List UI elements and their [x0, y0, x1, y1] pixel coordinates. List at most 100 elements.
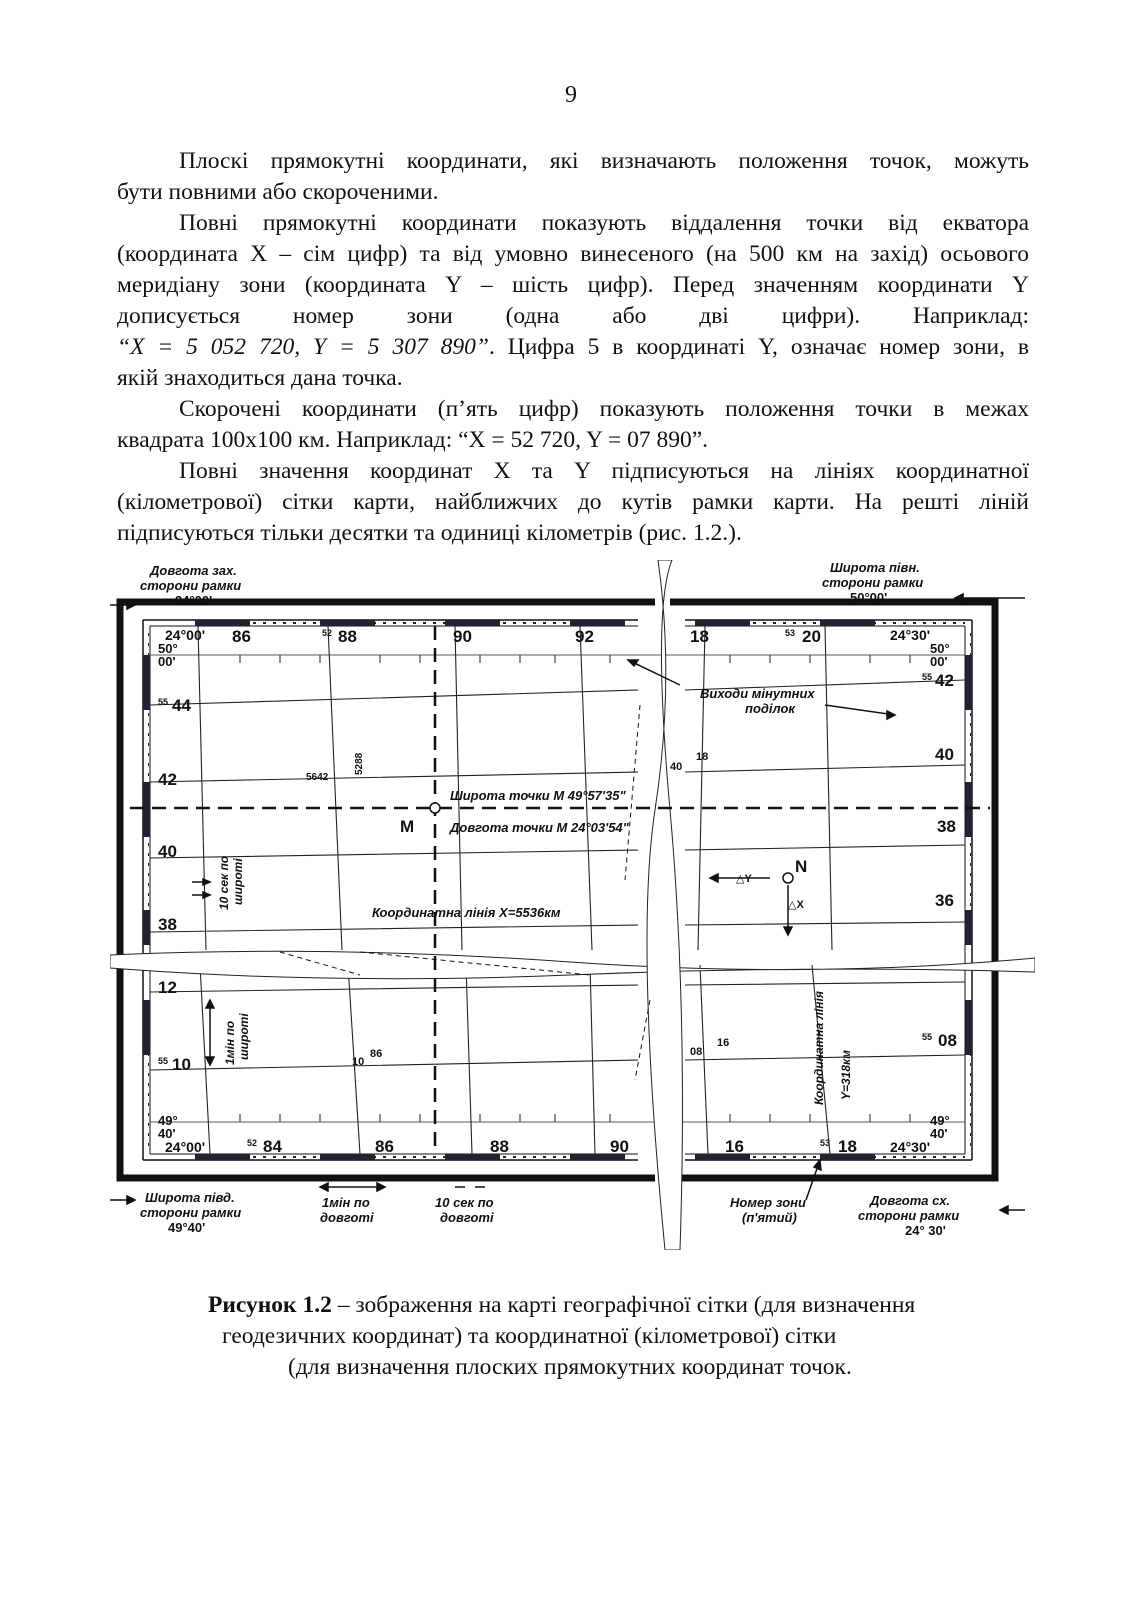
bl-corner-lat-deg: 49° — [158, 1113, 178, 1128]
top-x-label: 92 — [575, 627, 594, 646]
ten-sec-lon-label-2: довготі — [440, 1210, 494, 1225]
bl-corner-lon: 24°00' — [165, 1139, 205, 1155]
paragraph-1-line-2: бути повними або скороченими. — [117, 179, 439, 205]
tr-corner-lat-min: 00' — [930, 654, 948, 669]
paragraph-4-line-3: підписуються тільки десятки та одиниці к… — [117, 520, 742, 546]
right-y-label: 08 — [938, 1031, 957, 1050]
minute-ticks — [239, 655, 911, 1122]
grid-value-18: 18 — [696, 751, 708, 763]
tl-corner-lon: 24°00' — [165, 627, 205, 643]
bottom-x-label: 90 — [610, 1137, 629, 1156]
map-grid-diagram: Довгота зах. сторони рамки 24°00' Широта… — [110, 560, 1035, 1250]
bottom-x-label: 18 — [838, 1137, 857, 1156]
minute-bars — [143, 620, 972, 1160]
top-right-lat-value: 50°00' — [850, 590, 887, 605]
right-zone-small: 55 — [922, 1032, 932, 1042]
bl-corner-lat-min: 40' — [158, 1126, 176, 1141]
left-y-label: 42 — [158, 770, 177, 789]
grid-value-08: 08 — [690, 1046, 702, 1058]
page-number: 9 — [565, 82, 577, 108]
ten-sec-lat-label-2: широті — [231, 858, 245, 905]
bottom-left-lat-title-2: сторони рамки — [140, 1205, 241, 1220]
tr-corner-lon: 24°30' — [890, 627, 930, 643]
paragraph-2-line-1: Повні прямокутні координати показують ві… — [179, 210, 1029, 236]
bottom-left-lat-value: 49°40' — [168, 1220, 205, 1235]
br-corner-lat-min: 40' — [930, 1126, 948, 1141]
one-min-lon-label: 1мін по — [322, 1195, 370, 1210]
y-value-318: Y=318км — [839, 1050, 853, 1100]
br-corner-lon: 24°30' — [890, 1139, 930, 1155]
point-n-marker — [782, 872, 794, 884]
bottom-x-label: 88 — [490, 1137, 509, 1156]
coordinate-example: “X = 5 052 720, Y = 5 307 890” — [117, 334, 489, 360]
top-zone-small: 52 — [322, 628, 332, 638]
point-m-label: М — [400, 817, 414, 836]
bottom-x-label: 16 — [725, 1137, 744, 1156]
top-left-lon-value: 24°00' — [175, 593, 212, 608]
right-y-label: 36 — [935, 891, 954, 910]
lon-point-m: Довгота точки М 24°03'54" — [449, 820, 630, 835]
grid-value-5642: 5642 — [306, 772, 329, 783]
right-y-label: 38 — [937, 817, 956, 836]
grid-value-16: 16 — [717, 1037, 729, 1049]
paragraph-2-line-3: меридіану зони (координата Y – шість циф… — [117, 272, 1029, 298]
left-y-label: 12 — [158, 978, 177, 997]
bottom-right-lon-value: 24° 30' — [905, 1223, 946, 1238]
right-y-label: 42 — [935, 671, 954, 690]
bottom-zone-small: 53 — [820, 1138, 830, 1148]
minute-exits-label-2: поділок — [745, 701, 796, 716]
top-x-label: 90 — [453, 627, 472, 646]
paragraph-2-line-5-rest: . Цифра 5 в координаті Y, означає номер … — [488, 334, 1029, 360]
paragraph-3-line-2: квадрата 100x100 км. Наприклад: “X = 52 … — [117, 427, 709, 453]
delta-y-label: △Y — [736, 873, 752, 885]
coordinate-line-x: Координатна лінія X=5536км — [372, 905, 561, 920]
right-zone-small: 55 — [922, 672, 932, 682]
left-y-label: 44 — [172, 696, 191, 715]
top-right-lat-title: Широта півн. — [830, 560, 920, 575]
one-min-lat-label-2: широті — [237, 1013, 251, 1060]
bottom-right-lon-title-2: сторони рамки — [858, 1208, 959, 1223]
minute-exits-label: Виходи мінутних — [700, 686, 815, 701]
coordinate-line-y: Координатна лінія — [812, 991, 826, 1105]
bottom-right-lon-title: Довгота сх. — [869, 1193, 950, 1208]
tr-corner-lat-deg: 50° — [930, 641, 950, 656]
one-min-lat-label: 1мін по — [223, 1021, 237, 1065]
top-right-lat-title-2: сторони рамки — [822, 575, 923, 590]
point-n-label: N — [795, 857, 807, 876]
tl-corner-lat-min: 00' — [158, 654, 176, 669]
top-left-lon-title: Довгота зах. — [149, 563, 237, 578]
left-y-label: 38 — [158, 915, 177, 934]
paragraph-2-line-6: якій знаходиться дана точка. — [117, 365, 403, 391]
body-text: Плоскі прямокутні координати, які визнач… — [117, 146, 1029, 549]
paragraph-2-line-5: “X = 5 052 720, Y = 5 307 890”. Цифра 5 … — [117, 332, 1029, 363]
top-left-lon-title-2: сторони рамки — [140, 578, 241, 593]
point-m-marker — [429, 802, 441, 814]
caption-figure-number: Рисунок 1.2 — [208, 1292, 332, 1318]
br-corner-lat-deg: 49° — [930, 1113, 950, 1128]
bottom-x-label: 86 — [375, 1137, 394, 1156]
top-x-label: 86 — [232, 627, 251, 646]
top-x-label: 88 — [338, 627, 357, 646]
zone-number-label-2: (п'ятий) — [742, 1210, 797, 1225]
left-zone-small: 55 — [158, 1056, 168, 1066]
bottom-zone-small: 52 — [247, 1138, 257, 1148]
caption-line-2: геодезичних координат) та координатної (… — [222, 1323, 837, 1349]
paragraph-4-line-1: Повні значення координат X та Y підписую… — [179, 458, 1029, 484]
paragraph-4-line-2: (кілометрової) сітки карти, найближчих д… — [117, 489, 1029, 515]
left-y-label: 10 — [172, 1055, 191, 1074]
one-min-lon-label-2: довготі — [320, 1210, 374, 1225]
map-frame — [116, 598, 999, 1182]
ten-sec-lat-label: 10 сек по — [217, 856, 231, 910]
left-y-label: 40 — [158, 842, 177, 861]
second-ticks — [144, 621, 971, 1159]
tl-corner-lat-deg: 50° — [158, 641, 178, 656]
top-zone-small: 53 — [785, 628, 795, 638]
caption-line-1-text: – зображення на карті географічної сітки… — [331, 1292, 916, 1318]
grid-value-40: 40 — [670, 761, 682, 773]
caption-line-1: Рисунок 1.2 – зображення на карті геогра… — [208, 1290, 915, 1321]
paragraph-2-line-4: дописується номер зони (одна або дві циф… — [117, 303, 1029, 329]
delta-x-label: △X — [788, 899, 804, 911]
paragraph-2-line-2: (координата X – сім цифр) та від умовно … — [117, 241, 1029, 267]
top-x-label: 20 — [802, 627, 821, 646]
